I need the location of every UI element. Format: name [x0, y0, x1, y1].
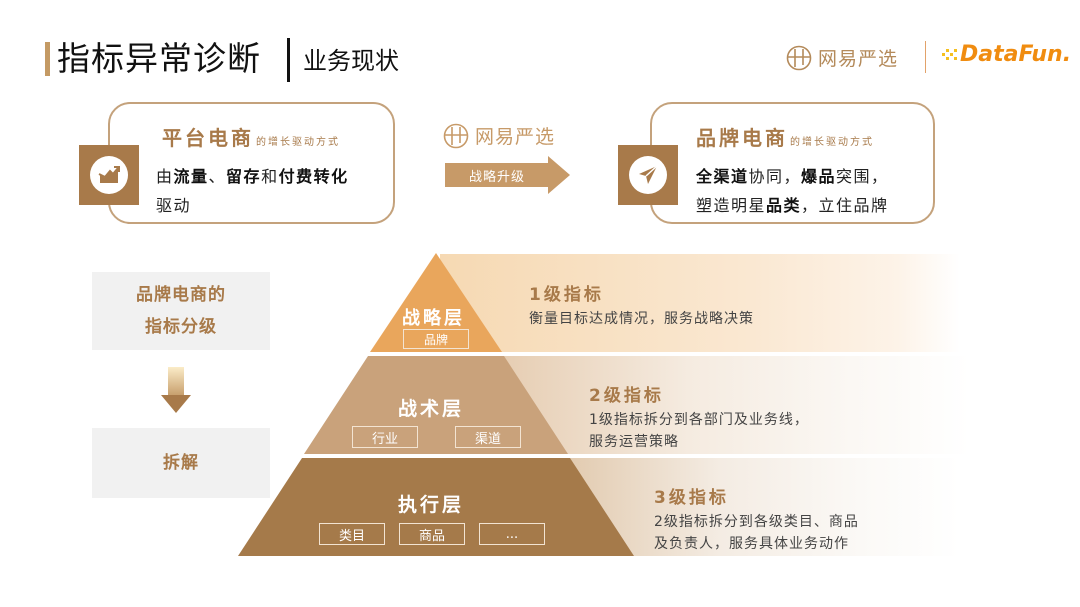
box-line: 品牌电商的	[136, 285, 226, 305]
level2-desc: 1级指标拆分到各部门及业务线， 服务运营策略	[589, 409, 809, 453]
text-bold: 留存	[226, 167, 262, 186]
tier-tag: 商品	[399, 523, 465, 545]
arrow-down-shaft	[168, 367, 184, 395]
desc-line: 服务运营策略	[589, 434, 679, 450]
text: 由	[156, 167, 174, 186]
text-bold: 品类	[766, 196, 802, 215]
level1-title: 1级指标	[529, 285, 604, 305]
brand-card-icon-box	[618, 145, 678, 205]
platform-ecommerce-card: 平台电商 的增长驱动方式 由流量、留存和付费转化 驱动	[108, 102, 395, 224]
arrow-right-icon	[548, 156, 570, 194]
tier-tag: ...	[479, 523, 545, 545]
paper-plane-icon	[629, 156, 667, 194]
text: 协同，	[748, 167, 802, 186]
level2-title: 2级指标	[589, 386, 664, 406]
text-bold: 爆品	[801, 167, 837, 186]
text: 塑造明星	[696, 196, 767, 215]
strategy-upgrade-arrow: 战略升级	[445, 163, 549, 187]
desc-line: 2级指标拆分到各级类目、商品	[654, 514, 859, 530]
yanxuan-emblem-icon	[786, 45, 812, 70]
level1-desc: 衡量目标达成情况，服务战略决策	[529, 311, 754, 327]
text-bold: 付费转化	[278, 167, 349, 186]
level2-band	[500, 356, 970, 454]
tier-tag: 渠道	[455, 426, 521, 448]
yanxuan-emblem-icon	[443, 123, 469, 148]
platform-card-title: 平台电商	[162, 126, 254, 150]
level3-desc: 2级指标拆分到各级类目、商品 及负责人，服务具体业务动作	[654, 511, 859, 555]
platform-card-body-line2: 驱动	[156, 196, 192, 215]
platform-card-heading: 平台电商 的增长驱动方式	[162, 122, 340, 151]
tier-tactical-title: 战术层	[398, 398, 465, 420]
text: ，立住品牌	[801, 196, 889, 215]
text-bold: 流量	[173, 167, 209, 186]
decompose-box: 拆解	[92, 428, 270, 498]
level1-band	[440, 254, 960, 352]
page-title: 指标异常诊断	[57, 39, 261, 78]
datafun-logo-text: DataFun.	[960, 42, 1072, 67]
desc-line: 1级指标拆分到各部门及业务线，	[589, 412, 809, 428]
tier-tag: 行业	[352, 426, 418, 448]
transition-yanxuan-logo: 网易严选	[443, 122, 555, 149]
yanxuan-logo-text: 网易严选	[818, 48, 899, 70]
brand-metric-tiering-box: 品牌电商的 指标分级	[92, 272, 270, 350]
logo-divider	[925, 41, 926, 73]
title-divider	[287, 38, 290, 82]
tier-tag: 品牌	[403, 329, 469, 349]
title-accent-bar	[45, 42, 50, 76]
level3-band	[560, 458, 960, 556]
level3-title: 3级指标	[654, 488, 729, 508]
text: 和	[261, 167, 279, 186]
brand-card-heading: 品牌电商 的增长驱动方式	[696, 122, 874, 151]
box-line: 指标分级	[145, 317, 217, 337]
brand-ecommerce-card: 品牌电商 的增长驱动方式 全渠道协同，爆品突围， 塑造明星品类，立住品牌	[650, 102, 935, 224]
tier-tag: 类目	[319, 523, 385, 545]
brand-card-suffix: 的增长驱动方式	[790, 137, 874, 148]
tier-strategic-title: 战略层	[402, 308, 465, 329]
datafun-dots-icon	[942, 48, 957, 60]
desc-line: 及负责人，服务具体业务动作	[654, 536, 849, 552]
platform-card-body: 由流量、留存和付费转化 驱动	[156, 162, 391, 220]
datafun-logo: DataFun.	[942, 42, 1071, 67]
arrow-down-icon	[161, 395, 191, 413]
text: 突围，	[836, 167, 889, 186]
tier-execution-title: 执行层	[398, 494, 465, 516]
brand-card-title: 品牌电商	[696, 126, 788, 150]
page-subtitle: 业务现状	[303, 47, 399, 75]
text: 、	[208, 167, 227, 186]
trend-chart-icon	[90, 156, 128, 194]
platform-card-icon-box	[79, 145, 139, 205]
yanxuan-logo: 网易严选	[786, 44, 898, 71]
brand-card-body: 全渠道协同，爆品突围， 塑造明星品类，立住品牌	[696, 162, 934, 220]
transition-logo-text: 网易严选	[475, 126, 556, 148]
platform-card-suffix: 的增长驱动方式	[256, 137, 340, 148]
text-bold: 全渠道	[696, 167, 749, 186]
